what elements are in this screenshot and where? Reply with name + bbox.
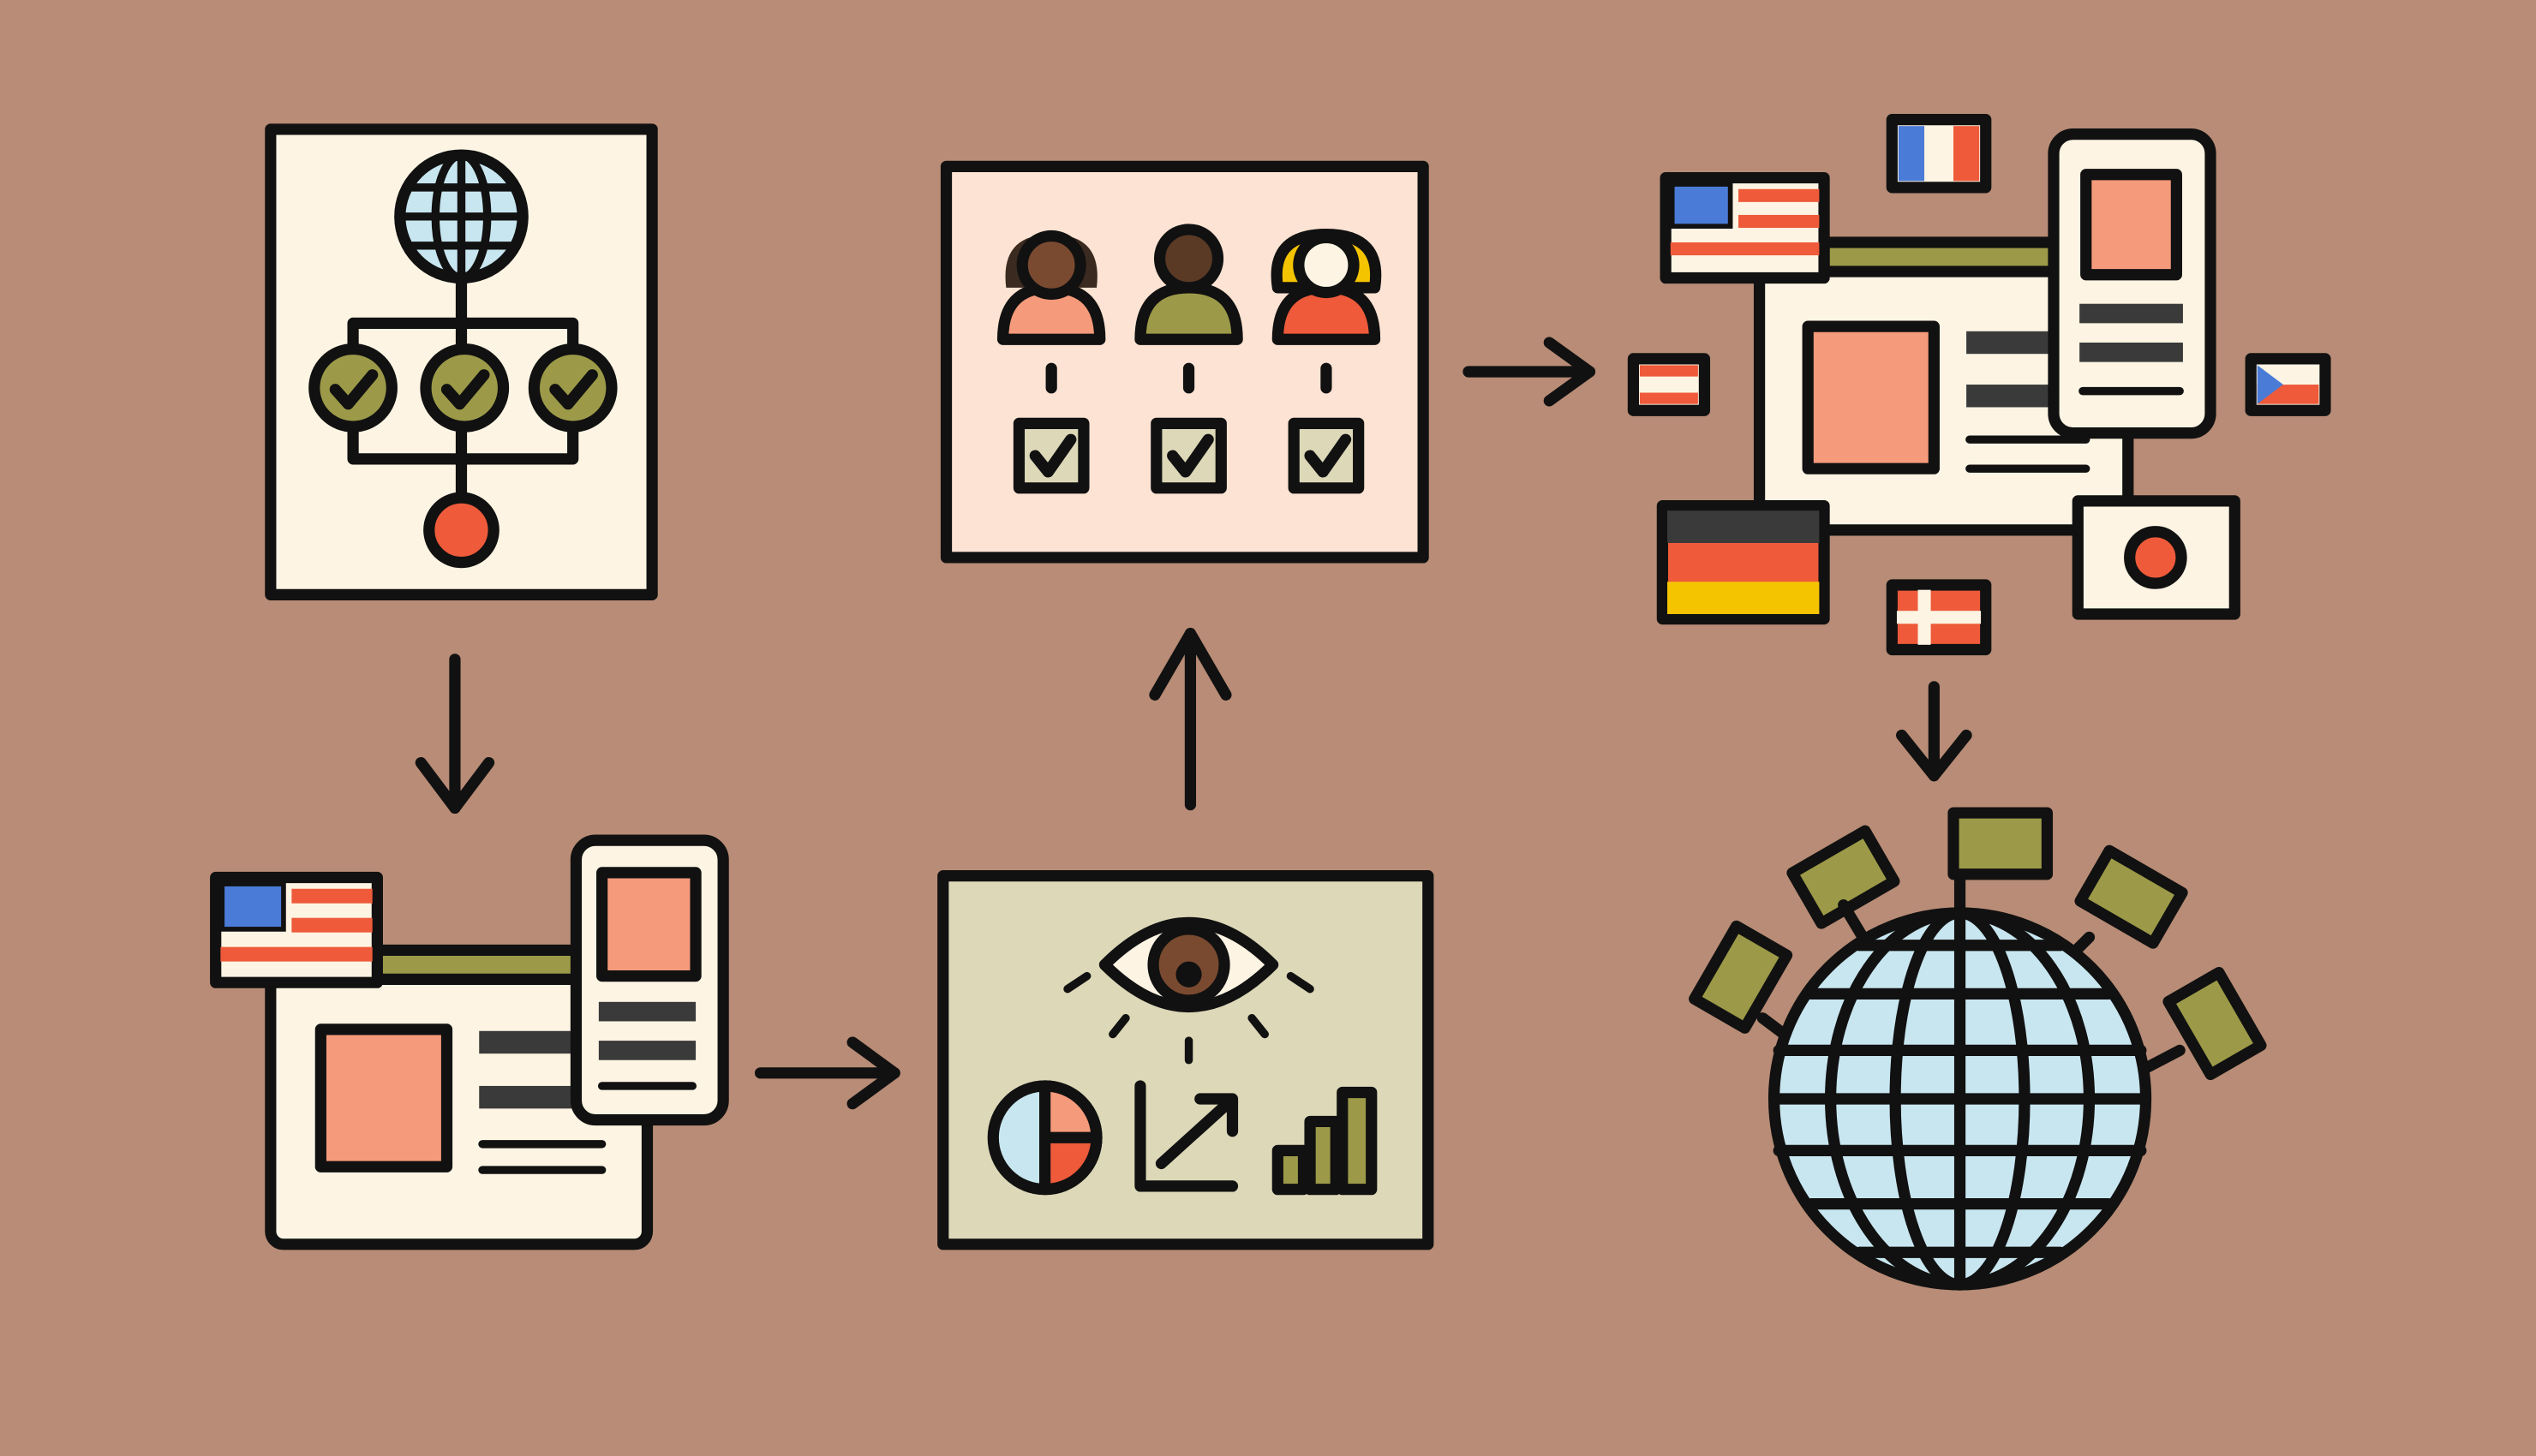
france-flag-icon [1886,114,1992,194]
checkbox-icon [1013,417,1365,494]
person-icon [1271,228,1382,345]
us-flag-icon [210,871,383,988]
workflow-plan-panel [265,123,658,600]
arrow-right-icon [754,1036,900,1110]
check-circle-icon [308,343,618,433]
mobile-phone-icon [2048,128,2216,439]
austria-flag-icon [1627,353,1711,416]
czech-flag-icon [2245,353,2331,416]
global-reach-panel [1689,807,2267,1291]
target-dot-icon [423,492,499,569]
person-icon [996,230,1106,345]
person-icon [1134,224,1243,345]
denmark-flag-icon [1886,579,1992,656]
arrow-up-icon [1149,628,1232,811]
globe-icon [394,149,529,284]
bar-chart-icon [1271,1086,1378,1196]
eye-icon [1063,916,1314,1065]
japan-flag-icon [2072,495,2240,620]
mobile-phone-icon [570,834,729,1126]
source-website-panel [210,834,729,1250]
flag-icon [1689,807,2267,1081]
reviewers-panel [940,160,1429,564]
us-flag-icon [1660,171,1830,284]
globe-icon [1767,907,2152,1291]
trend-arrow-icon [1134,1080,1239,1192]
arrow-down-icon [1896,681,1972,782]
pie-chart-icon [987,1080,1103,1196]
connector-dashes [1045,362,1332,394]
analytics-panel [937,870,1434,1250]
germany-flag-icon [1656,499,1830,625]
arrow-right-icon [1462,337,1596,407]
arrow-down-icon [415,653,495,814]
localized-website-panel [1627,114,2331,656]
